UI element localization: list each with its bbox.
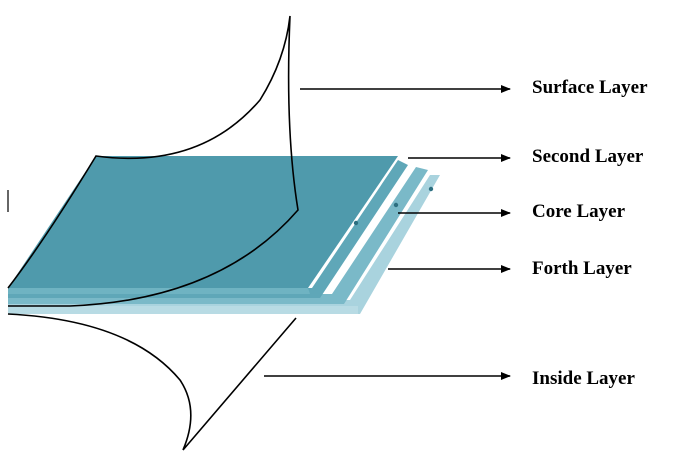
surface-layer [8, 156, 434, 294]
forth-layer-label: Forth Layer [532, 258, 632, 279]
surface-layer-label: Surface Layer [532, 77, 648, 98]
second-layer-label: Second Layer [532, 146, 644, 167]
core-layer-label: Core Layer [532, 201, 626, 222]
inside-layer-label: Inside Layer [532, 368, 635, 389]
surface-peel-outline [7, 15, 299, 307]
inside-peel-outline [7, 313, 297, 451]
